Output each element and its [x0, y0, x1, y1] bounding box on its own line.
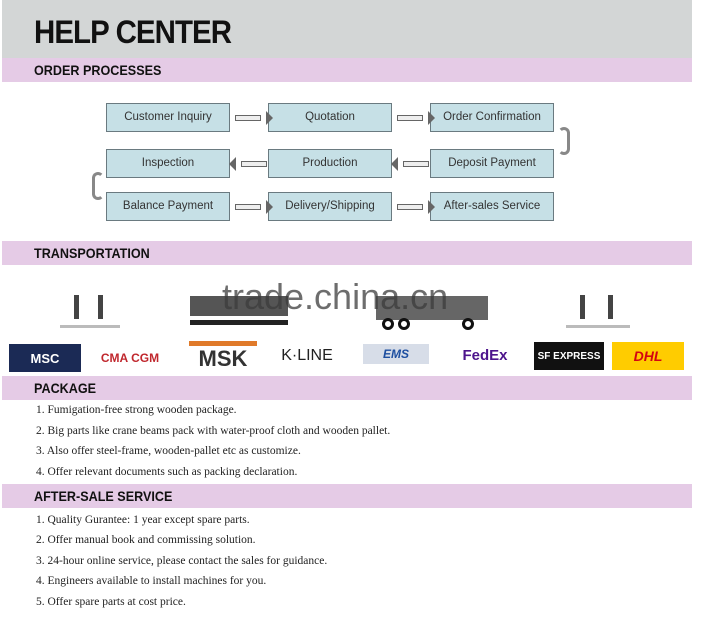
- logo-sf-express: SF EXPRESS: [534, 342, 604, 370]
- arrow-right-icon: [397, 200, 435, 214]
- logo-dhl: DHL: [612, 342, 684, 370]
- header: [2, 0, 692, 58]
- section-transport: TRANSPORTATION: [2, 241, 692, 265]
- logo-fedex: FedEx: [462, 346, 508, 364]
- flow-step: Customer Inquiry: [106, 103, 230, 132]
- flow-step: Balance Payment: [106, 192, 230, 221]
- list-item: 3. Also offer steel-frame, wooden-pallet…: [36, 445, 301, 457]
- arrow-left-icon: [391, 157, 429, 171]
- flow-step: Order Confirmation: [430, 103, 554, 132]
- list-item: 1. Quality Gurantee: 1 year except spare…: [36, 514, 250, 526]
- list-item: 2. Big parts like crane beams pack with …: [36, 425, 391, 437]
- arrow-right-icon: [397, 111, 435, 125]
- arrow-left-icon: [229, 157, 267, 171]
- flow-step: Inspection: [106, 149, 230, 178]
- section-title: TRANSPORTATION: [34, 245, 150, 261]
- truck-icon: [376, 296, 488, 332]
- list-item: 5. Offer spare parts at cost price.: [36, 596, 186, 608]
- list-item: 3. 24-hour online service, please contac…: [36, 555, 328, 567]
- curved-arrow-icon: [92, 172, 104, 200]
- logo-cma-cgm: CMA CGM: [100, 351, 160, 365]
- curved-arrow-icon: [558, 127, 570, 155]
- section-after-sale: AFTER-SALE SERVICE: [2, 484, 692, 508]
- list-item: 1. Fumigation-free strong wooden package…: [36, 404, 237, 416]
- section-package: PACKAGE: [2, 376, 692, 400]
- section-title: PACKAGE: [34, 380, 97, 396]
- page-title: HELP CENTER: [34, 14, 232, 50]
- arrow-right-icon: [235, 200, 273, 214]
- flow-step: Delivery/Shipping: [268, 192, 392, 221]
- train-icon: [190, 296, 288, 328]
- logo-msk: MSK: [189, 341, 257, 371]
- ship-icon: [60, 295, 120, 328]
- flow-step: Production: [268, 149, 392, 178]
- logo-ems: EMS: [363, 344, 429, 364]
- ship-icon: [566, 295, 630, 328]
- logo-kline: K·LINE: [281, 347, 333, 364]
- arrow-right-icon: [235, 111, 273, 125]
- section-title: ORDER PROCESSES: [34, 62, 162, 78]
- list-item: 4. Engineers available to install machin…: [36, 575, 267, 587]
- flow-step: After-sales Service: [430, 192, 554, 221]
- section-order: ORDER PROCESSES: [2, 58, 692, 82]
- watermark: trade.china.cn: [222, 276, 449, 317]
- list-item: 4. Offer relevant documents such as pack…: [36, 466, 298, 478]
- flow-step: Deposit Payment: [430, 149, 554, 178]
- logo-msc: MSC: [9, 344, 81, 372]
- flow-step: Quotation: [268, 103, 392, 132]
- list-item: 2. Offer manual book and commissing solu…: [36, 534, 256, 546]
- section-title: AFTER-SALE SERVICE: [34, 488, 173, 504]
